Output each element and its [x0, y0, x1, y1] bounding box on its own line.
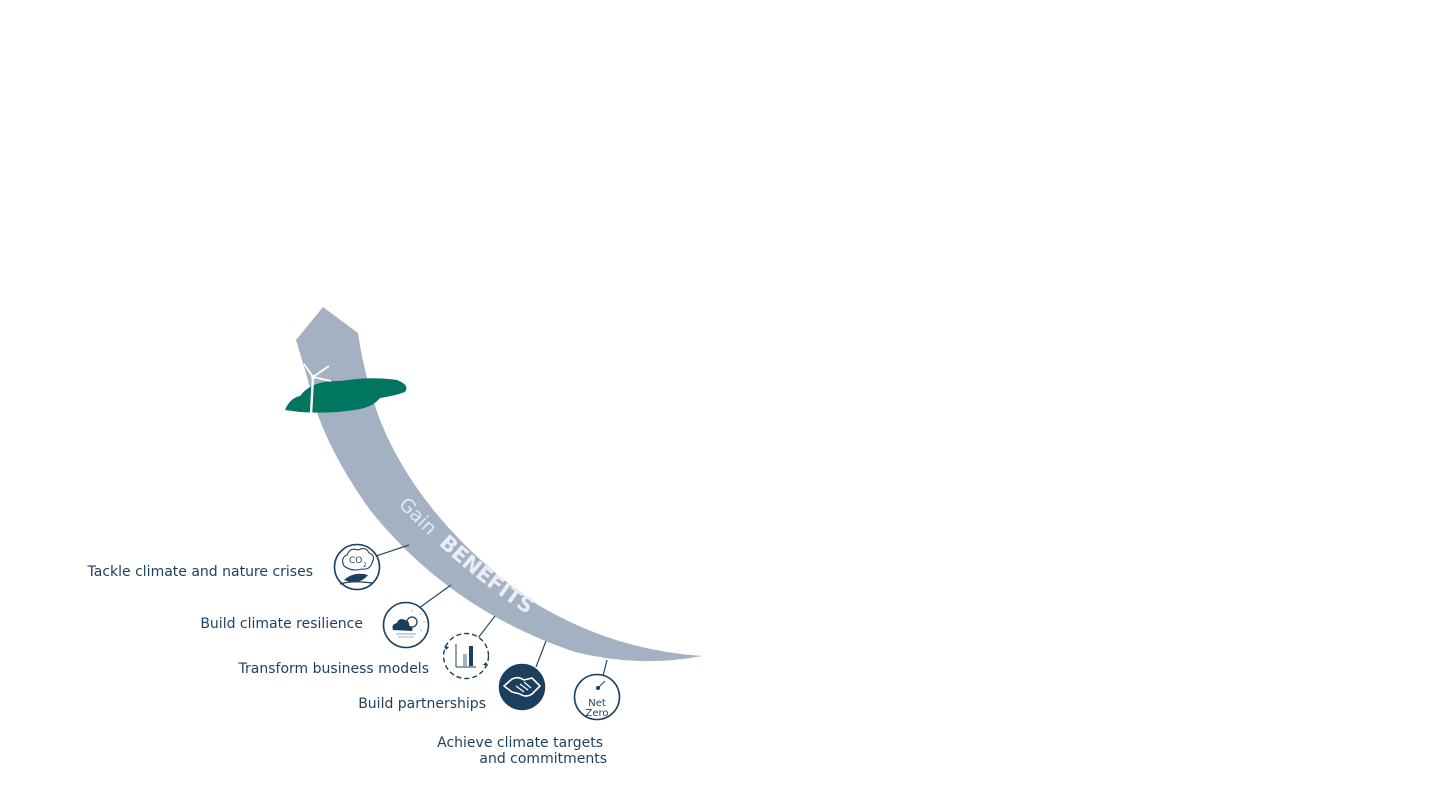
label-targets-line2: and commitments — [479, 751, 607, 767]
handshake-icon — [498, 663, 546, 711]
label-partnerships: Build partnerships — [358, 696, 486, 712]
green-island — [285, 378, 407, 413]
cloud-sun-icon — [382, 601, 430, 649]
connector-targets — [602, 659, 608, 677]
connector-business-models — [477, 615, 496, 639]
bar-chart-cycle-icon — [442, 632, 490, 680]
svg-text:CO: CO — [349, 556, 362, 566]
connector-resilience — [418, 584, 452, 609]
svg-text:2: 2 — [363, 562, 367, 569]
label-resilience: Build climate resilience — [200, 616, 363, 632]
label-targets-line1: Achieve climate targets — [437, 735, 603, 751]
net-zero-text-1: Net — [588, 698, 606, 709]
label-climate-nature: Tackle climate and nature crises — [87, 564, 313, 580]
wind-turbine-icon — [303, 363, 332, 415]
connector-partnerships — [535, 640, 547, 668]
co2-leaf-icon: CO 2 — [333, 543, 381, 591]
label-business-models: Transform business models — [238, 661, 429, 677]
benefits-arrow — [296, 307, 702, 662]
net-zero-text-2: Zero — [585, 708, 608, 719]
connector-climate-nature — [375, 544, 410, 557]
net-zero-icon: Net Zero — [573, 673, 621, 721]
